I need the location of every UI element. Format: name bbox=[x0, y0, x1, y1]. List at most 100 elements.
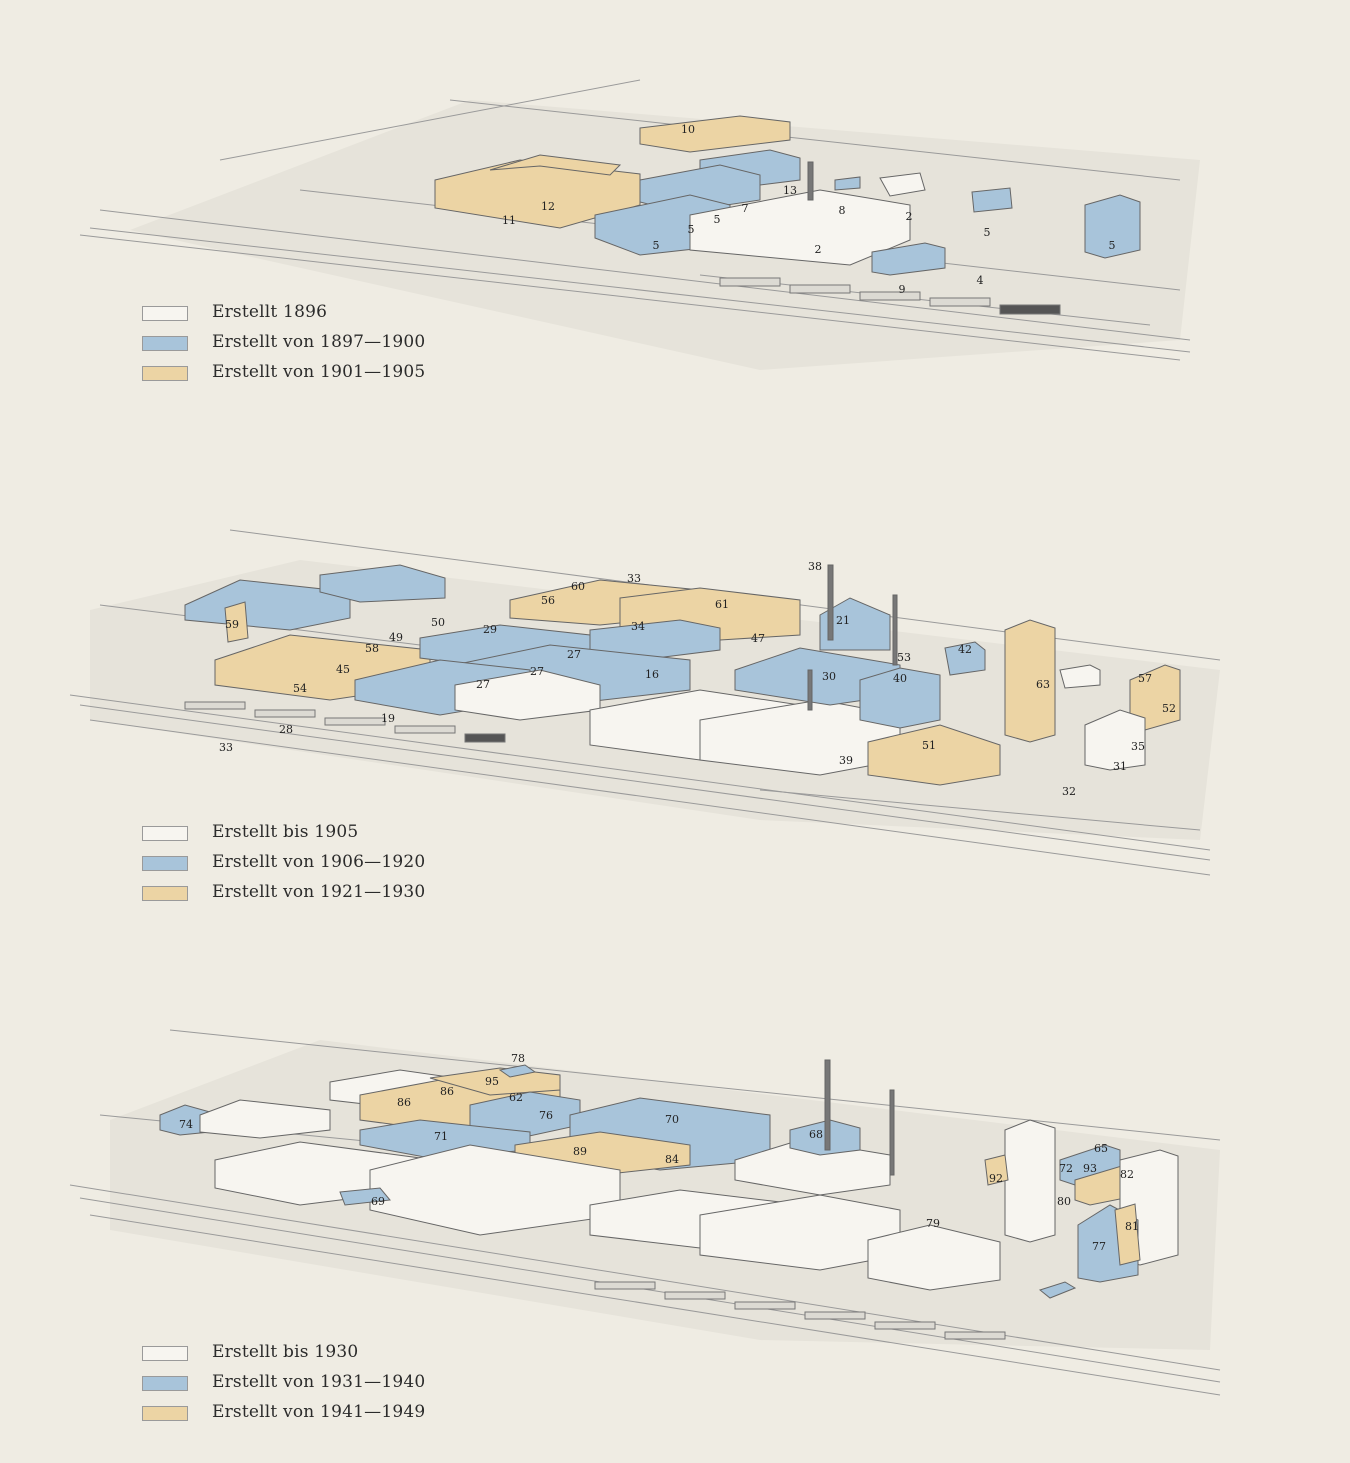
building-number: 27 bbox=[476, 678, 490, 691]
building-number: 29 bbox=[483, 623, 497, 636]
building-number: 13 bbox=[783, 184, 797, 197]
building-number: 82 bbox=[1120, 1168, 1134, 1181]
building-number: 56 bbox=[541, 594, 555, 607]
building-number: 79 bbox=[926, 1217, 940, 1230]
legend-swatch bbox=[142, 1346, 188, 1361]
rail-lines bbox=[69, 1029, 1221, 1396]
building-number: 95 bbox=[485, 1075, 499, 1088]
building-number: 60 bbox=[571, 580, 585, 593]
building-number: 28 bbox=[279, 723, 293, 736]
building-number: 65 bbox=[1094, 1142, 1108, 1155]
building-number: 5 bbox=[984, 226, 991, 239]
building-number: 77 bbox=[1092, 1240, 1106, 1253]
legend-swatch bbox=[142, 826, 188, 841]
building-number: 69 bbox=[371, 1195, 385, 1208]
building-number-labels-1: 10 12 11 13 7 5 5 5 8 2 2 5 5 4 9 bbox=[502, 123, 1116, 296]
building-number: 27 bbox=[567, 648, 581, 661]
building-number: 31 bbox=[1113, 760, 1127, 773]
legend-label: Erstellt von 1897—1900 bbox=[212, 332, 426, 352]
building-number: 63 bbox=[1036, 678, 1050, 691]
building-number: 5 bbox=[714, 213, 721, 226]
building-number: 19 bbox=[381, 712, 395, 725]
building-number: 35 bbox=[1131, 740, 1145, 753]
building-number: 50 bbox=[431, 616, 445, 629]
train-3 bbox=[594, 1281, 1006, 1340]
legend-label: Erstellt 1896 bbox=[212, 302, 328, 322]
aerial-drawing-1: 10 12 11 13 7 5 5 5 8 2 2 5 5 4 9 bbox=[79, 79, 1200, 370]
train-2 bbox=[184, 701, 506, 743]
legend-swatch bbox=[142, 306, 188, 321]
building-number: 2 bbox=[906, 210, 913, 223]
building-number: 80 bbox=[1057, 1195, 1071, 1208]
building-number: 42 bbox=[958, 643, 972, 656]
building-number: 51 bbox=[922, 739, 936, 752]
building-number: 38 bbox=[808, 560, 822, 573]
building-number: 39 bbox=[839, 754, 853, 767]
building-number: 5 bbox=[1109, 239, 1116, 252]
building-number: 11 bbox=[502, 214, 516, 227]
building-number: 16 bbox=[645, 668, 659, 681]
building-number: 33 bbox=[219, 741, 233, 754]
building-number: 12 bbox=[541, 200, 555, 213]
building-number: 81 bbox=[1125, 1220, 1139, 1233]
building-number: 53 bbox=[897, 651, 911, 664]
building-number: 59 bbox=[225, 618, 239, 631]
legend-label: Erstellt von 1921—1930 bbox=[212, 882, 426, 902]
buildings-2 bbox=[184, 564, 1181, 786]
building-number: 68 bbox=[809, 1128, 823, 1141]
buildings-3 bbox=[159, 1059, 1179, 1299]
building-number: 74 bbox=[179, 1118, 193, 1131]
building-number: 84 bbox=[665, 1153, 679, 1166]
building-number: 33 bbox=[627, 572, 641, 585]
legend-swatch bbox=[142, 856, 188, 871]
legend-label: Erstellt von 1941—1949 bbox=[212, 1402, 426, 1422]
building-number: 72 bbox=[1059, 1162, 1073, 1175]
building-number: 40 bbox=[893, 672, 907, 685]
legend-swatch bbox=[142, 366, 188, 381]
building-number: 10 bbox=[681, 123, 695, 136]
building-number: 5 bbox=[688, 223, 695, 236]
building-number: 58 bbox=[365, 642, 379, 655]
building-number: 5 bbox=[653, 239, 660, 252]
building-number: 47 bbox=[751, 632, 765, 645]
building-number: 76 bbox=[539, 1109, 553, 1122]
building-number: 49 bbox=[389, 631, 403, 644]
building-number: 89 bbox=[573, 1145, 587, 1158]
building-number: 54 bbox=[293, 682, 307, 695]
legend-label: Erstellt bis 1905 bbox=[212, 822, 359, 842]
building-number: 57 bbox=[1138, 672, 1152, 685]
train-1 bbox=[719, 277, 1061, 315]
building-number: 8 bbox=[839, 204, 846, 217]
legend-label: Erstellt von 1906—1920 bbox=[212, 852, 426, 872]
building-number: 61 bbox=[715, 598, 729, 611]
building-number: 93 bbox=[1083, 1162, 1097, 1175]
site-plan-1896-1905: 10 12 11 13 7 5 5 5 8 2 2 5 5 4 9 Erstellt 1896 Erstel… bbox=[0, 40, 1350, 400]
building-number: 71 bbox=[434, 1130, 448, 1143]
legend-swatch bbox=[142, 1376, 188, 1391]
building-number: 27 bbox=[530, 665, 544, 678]
building-number: 92 bbox=[989, 1172, 1003, 1185]
legend-label: Erstellt von 1901—1905 bbox=[212, 362, 426, 382]
building-number: 78 bbox=[511, 1052, 525, 1065]
building-number: 7 bbox=[742, 202, 749, 215]
building-number: 21 bbox=[836, 614, 850, 627]
legend-swatch bbox=[142, 1406, 188, 1421]
building-number: 2 bbox=[815, 243, 822, 256]
legend-swatch bbox=[142, 336, 188, 351]
building-number: 32 bbox=[1062, 785, 1076, 798]
building-number: 4 bbox=[977, 274, 984, 287]
legend-label: Erstellt von 1931—1940 bbox=[212, 1372, 426, 1392]
legend-swatch bbox=[142, 886, 188, 901]
building-number: 86 bbox=[397, 1096, 411, 1109]
building-number: 52 bbox=[1162, 702, 1176, 715]
building-number: 62 bbox=[509, 1091, 523, 1104]
building-number: 34 bbox=[631, 620, 645, 633]
building-number: 86 bbox=[440, 1085, 454, 1098]
legend-label: Erstellt bis 1930 bbox=[212, 1342, 359, 1362]
building-number: 9 bbox=[899, 283, 906, 296]
